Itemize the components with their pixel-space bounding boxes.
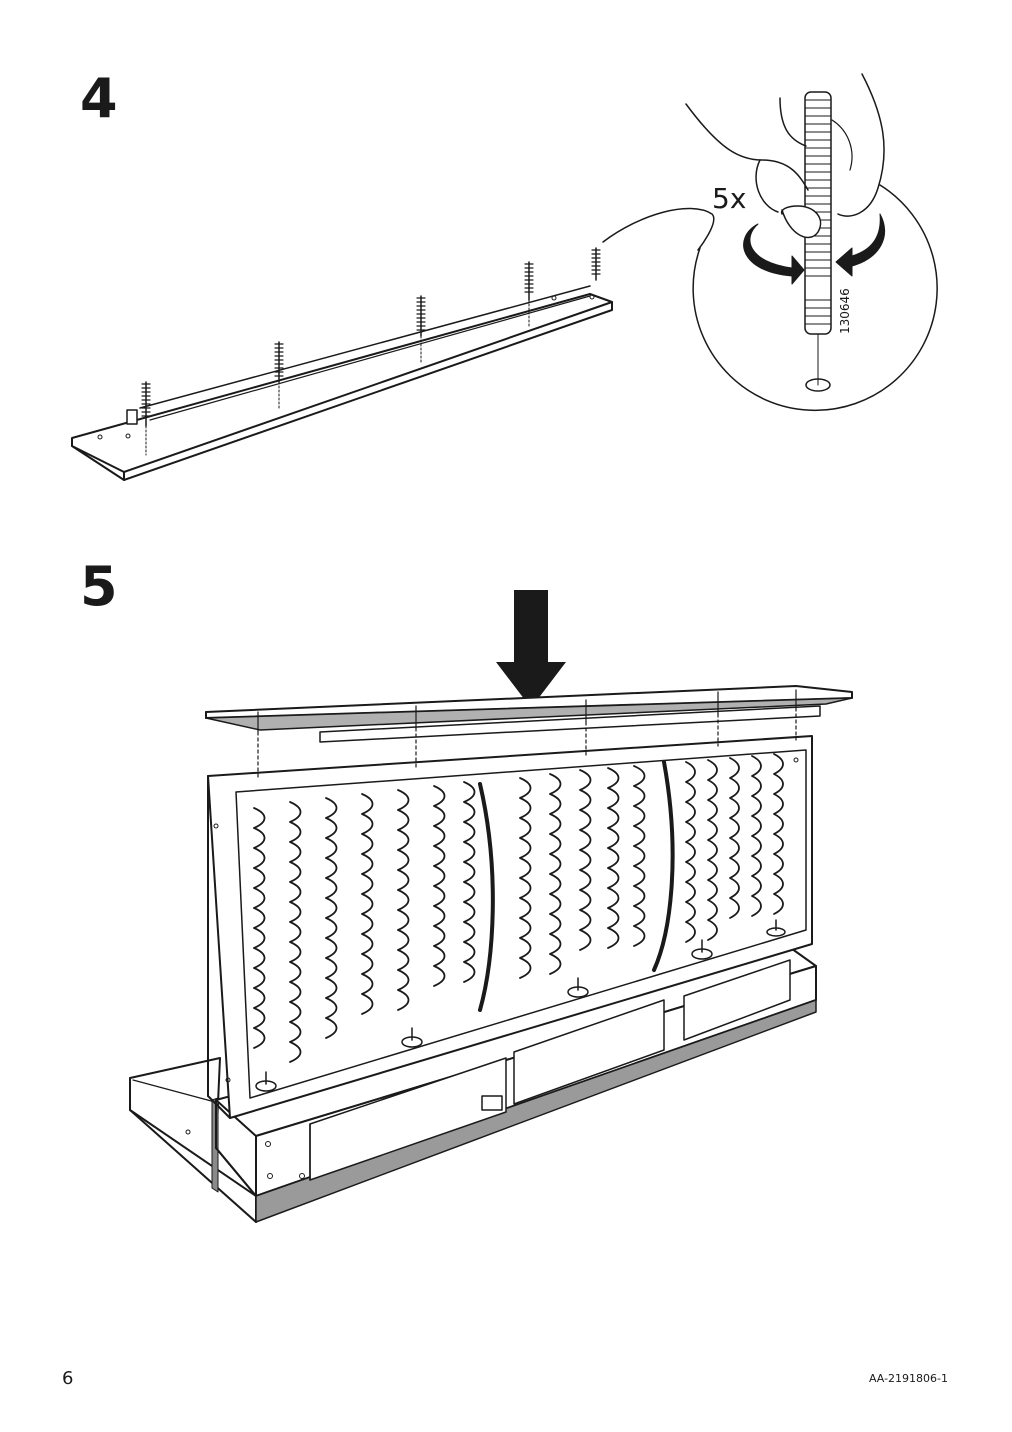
threaded-dowel-icon — [274, 341, 284, 411]
step-5-illustration — [129, 590, 853, 1223]
top-rail — [205, 685, 853, 779]
quantity-label: 5x — [712, 182, 746, 215]
threaded-dowel-icon — [141, 381, 151, 456]
base-frame — [129, 945, 817, 1223]
threaded-dowel-icon — [591, 247, 601, 281]
threaded-dowel-icon — [524, 261, 534, 327]
callout-connector — [602, 207, 715, 251]
rail-board — [71, 285, 613, 481]
page-number: 6 — [62, 1368, 74, 1389]
arrow-down-icon — [496, 590, 566, 708]
step-number-4: 4 — [80, 67, 118, 130]
part-number-label: 130646 — [838, 288, 852, 334]
step-number-5: 5 — [80, 555, 118, 618]
threaded-dowel-icon — [416, 295, 426, 365]
step-4-illustration: 5x 130646 — [71, 73, 938, 481]
detail-circle — [685, 73, 938, 411]
spring-frame — [207, 735, 813, 1119]
document-code: AA-2191806-1 — [868, 1372, 948, 1385]
